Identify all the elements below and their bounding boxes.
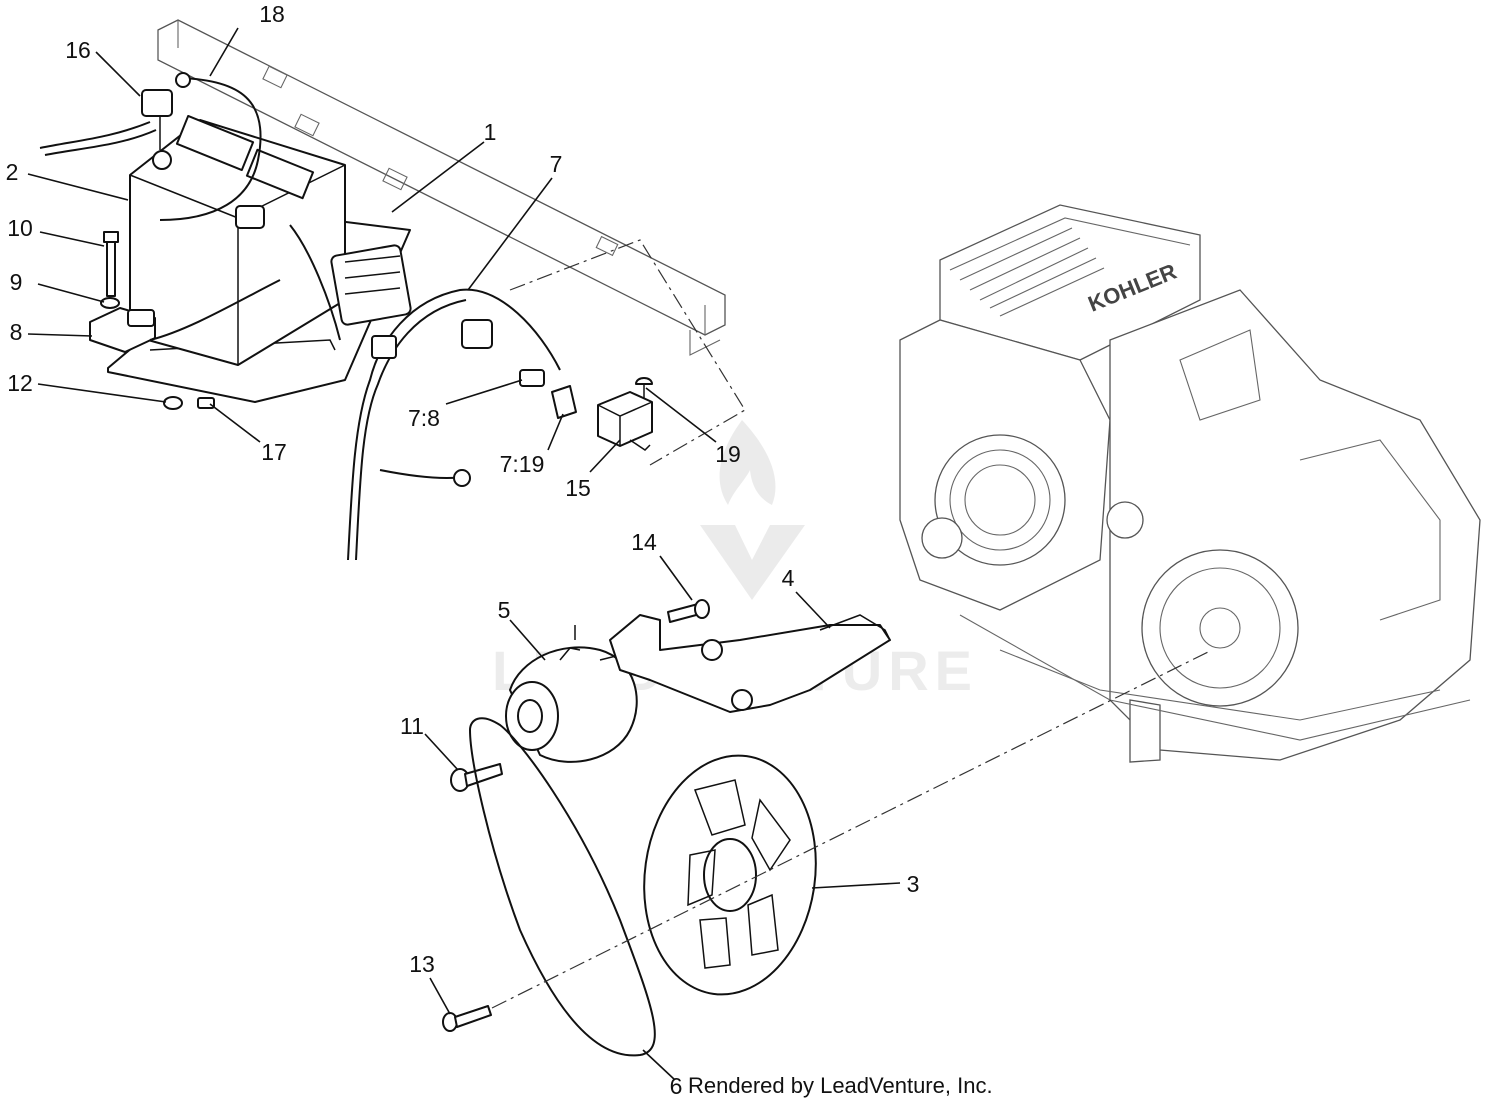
callout-15: 15	[565, 475, 591, 501]
callout-8: 8	[10, 319, 23, 345]
callout-17: 17	[261, 439, 287, 465]
pulley-plate	[643, 754, 817, 996]
relay	[597, 391, 653, 451]
callout-9: 9	[10, 269, 23, 295]
render-credit: Rendered by LeadVenture, Inc.	[688, 1073, 993, 1098]
mounting-bracket	[609, 614, 891, 713]
wiring-harness	[149, 224, 561, 561]
nut	[163, 396, 183, 410]
callout-labels: 18 16 1 2 7 10 9 8 12 17 7:8 7:19 15 19 …	[6, 1, 920, 1099]
callout-6: 6	[670, 1073, 683, 1099]
alternator	[505, 625, 651, 763]
callout-7-19: 7:19	[500, 451, 545, 477]
blade-fuse	[551, 385, 577, 419]
drive-belt	[469, 717, 656, 1057]
callout-5: 5	[498, 597, 511, 623]
frame-rail	[157, 19, 746, 466]
centerline	[491, 651, 1209, 1009]
callout-3: 3	[907, 871, 920, 897]
callout-10: 10	[7, 215, 33, 241]
callout-4: 4	[782, 565, 795, 591]
engine	[899, 204, 1481, 763]
pulley-bolt	[442, 1005, 492, 1032]
callout-13: 13	[409, 951, 435, 977]
leader-lines	[27, 27, 901, 1081]
battery-cable	[159, 77, 262, 221]
alternator-bolt	[450, 763, 503, 792]
terminal-clamp	[39, 89, 173, 156]
battery	[129, 114, 346, 366]
callout-14: 14	[631, 529, 657, 555]
callout-7: 7	[550, 151, 563, 177]
callout-19: 19	[715, 441, 741, 467]
callout-18: 18	[259, 1, 285, 27]
bracket-bolt	[667, 599, 710, 623]
callout-11: 11	[400, 713, 424, 739]
callout-12: 12	[7, 370, 33, 396]
watermark-logo	[700, 420, 805, 600]
callout-16: 16	[65, 37, 91, 63]
callout-1: 1	[484, 119, 497, 145]
callout-2: 2	[6, 159, 19, 185]
washer	[100, 297, 120, 309]
relay-screw	[635, 377, 653, 398]
cable-eyelet	[175, 72, 191, 88]
hold-down-bolt	[103, 231, 119, 297]
fuse	[197, 397, 215, 409]
callout-7-8: 7:8	[408, 405, 440, 431]
